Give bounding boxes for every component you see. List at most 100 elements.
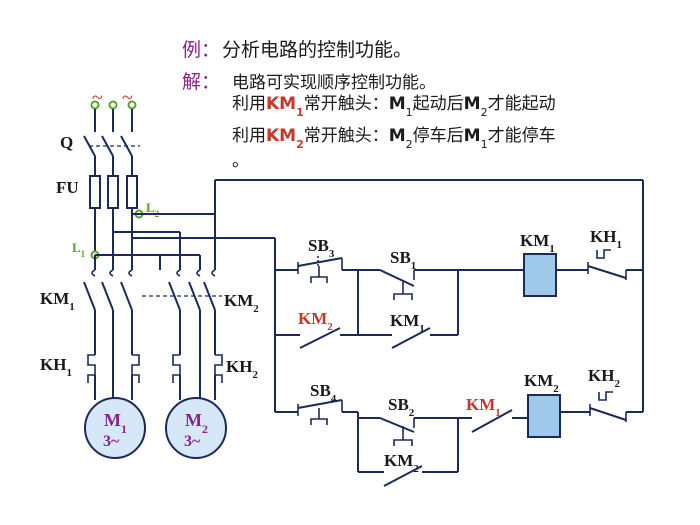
- km1-coil: [523, 253, 557, 297]
- km1-series-label: KM1: [466, 395, 501, 419]
- kh2-contact-letters: KH: [588, 366, 614, 385]
- q-blade-2: [101, 135, 114, 157]
- km2-coil: [527, 394, 561, 438]
- kh1-heater-label: KH1: [40, 355, 72, 379]
- supply-symbol-1: ~: [92, 87, 103, 109]
- motor-m1-sub: 1: [121, 422, 127, 436]
- km2-hold-contact: [383, 465, 423, 487]
- sb1-sub: 1: [411, 260, 417, 272]
- kh1-heater-1: [87, 354, 96, 383]
- sb3-sub: 3: [329, 248, 335, 260]
- line2-m2: M: [464, 126, 481, 146]
- km2-aux-letters: KM: [298, 309, 327, 328]
- kh1-contact-sub: 1: [616, 239, 622, 251]
- motor-m2-letter: M: [185, 410, 202, 430]
- motor-m1-letter: M: [104, 410, 121, 430]
- motor-m2-phase: 3~: [184, 433, 201, 450]
- terminal-b: [108, 100, 118, 110]
- kh2-heater-sub: 2: [252, 369, 258, 381]
- line1: 利用KM1常开触头：M1起动后M2才能起动: [232, 94, 556, 119]
- sb1-letters: SB: [390, 248, 411, 267]
- line1-part2: 常开触头：: [304, 94, 389, 114]
- motor-m1: [84, 397, 146, 459]
- kh1-heater-2: [131, 354, 140, 383]
- line2-m2-sub: 1: [481, 138, 488, 151]
- line2: 利用KM2常开触头：M2停车后M1才能停车: [232, 126, 556, 151]
- sb3-stop-button: [297, 256, 343, 283]
- km1-main-sub: 1: [69, 301, 75, 313]
- km2-hold-letters: KM: [384, 451, 413, 470]
- fu-label: FU: [56, 178, 79, 197]
- km1-aux-letters: KM: [390, 311, 419, 330]
- km2-aux-contact: [299, 327, 341, 349]
- motor-m2: [165, 397, 227, 459]
- km1-main-label: KM1: [40, 289, 75, 313]
- line1-km-sub: 1: [296, 106, 304, 119]
- fuse-3: [126, 175, 138, 209]
- problem-text: 例： 分析电路的控制功能。 解： 电路可实现顺序控制功能。 利用KM1常开触头：…: [182, 39, 556, 171]
- km2-main-letters: KM: [224, 291, 253, 310]
- km2-main-sub: 2: [253, 303, 259, 315]
- kh2-heater-2: [214, 354, 223, 383]
- km1-contact-1: [83, 281, 96, 311]
- km2-contact-3: [203, 281, 216, 311]
- line1-part1: 利用: [232, 94, 266, 114]
- motor-m2-label: M2: [185, 410, 208, 436]
- kh2-heater-letters: KH: [226, 357, 252, 376]
- sb3-letters: SB: [308, 236, 329, 255]
- km2-hold-label: KM2: [384, 451, 419, 475]
- line2-km-sub: 2: [296, 138, 304, 151]
- sb4-label: SB4: [310, 381, 337, 405]
- line2-m1-sub: 2: [406, 138, 413, 151]
- line1-part4: 才能起动: [488, 94, 556, 114]
- line1-m1-sub: 1: [406, 106, 413, 119]
- km2-main-label: KM2: [224, 291, 259, 315]
- line1-m2: M: [464, 94, 481, 114]
- l1-sub: 1: [81, 249, 86, 259]
- line2-m1: M: [389, 126, 406, 146]
- km1-aux-label: KM1: [390, 311, 425, 335]
- km1-series-contact: [471, 409, 513, 433]
- l1-label: L1: [72, 240, 86, 259]
- trailing-dot: 。: [232, 151, 249, 171]
- km2-coil-label: KM2: [524, 371, 559, 395]
- q-label: Q: [60, 133, 73, 152]
- kh2-contact-label: KH2: [588, 366, 620, 390]
- km1-aux-sub: 1: [419, 323, 425, 335]
- fuse-2: [107, 175, 119, 209]
- km2-coil-letters: KM: [524, 371, 553, 390]
- line2-km: KM: [266, 126, 296, 146]
- km1-coil-letters: KM: [520, 231, 549, 250]
- example-text: 分析电路的控制功能。: [222, 39, 412, 61]
- power-circuit: ~ ~ Q FU L2 L1: [40, 87, 275, 459]
- solution-text: 电路可实现顺序控制功能。: [232, 73, 436, 93]
- kh1-contact-letters: KH: [590, 227, 616, 246]
- kh2-heater-label: KH2: [226, 357, 258, 381]
- line1-m1: M: [389, 94, 406, 114]
- supply-symbol-2: ~: [122, 87, 133, 109]
- sb2-sub: 2: [409, 407, 415, 419]
- km1-series-sub: 1: [495, 407, 501, 419]
- motor-m1-label: M1: [104, 410, 127, 436]
- km1-main-letters: KM: [40, 289, 69, 308]
- line2-part4: 才能停车: [488, 126, 556, 146]
- sb1-label: SB1: [390, 248, 416, 272]
- line1-part3: 起动后: [413, 94, 464, 114]
- line1-m2-sub: 2: [481, 106, 488, 119]
- motor-m1-phase: 3~: [103, 433, 120, 450]
- terminal-a: [90, 100, 100, 110]
- sb2-label: SB2: [388, 395, 415, 419]
- l2-letter: L: [146, 200, 155, 215]
- terminal-c: [127, 100, 137, 110]
- kh1-contact-label: KH1: [590, 227, 622, 251]
- l2-label: L2: [146, 200, 160, 219]
- line2-part1: 利用: [232, 126, 266, 146]
- km1-aux-contact: [391, 327, 431, 349]
- sb1-start-button: [379, 269, 415, 300]
- l1-letter: L: [72, 240, 81, 255]
- sb2-letters: SB: [388, 395, 409, 414]
- km1-coil-label: KM1: [520, 231, 555, 255]
- sb4-sub: 4: [331, 393, 337, 405]
